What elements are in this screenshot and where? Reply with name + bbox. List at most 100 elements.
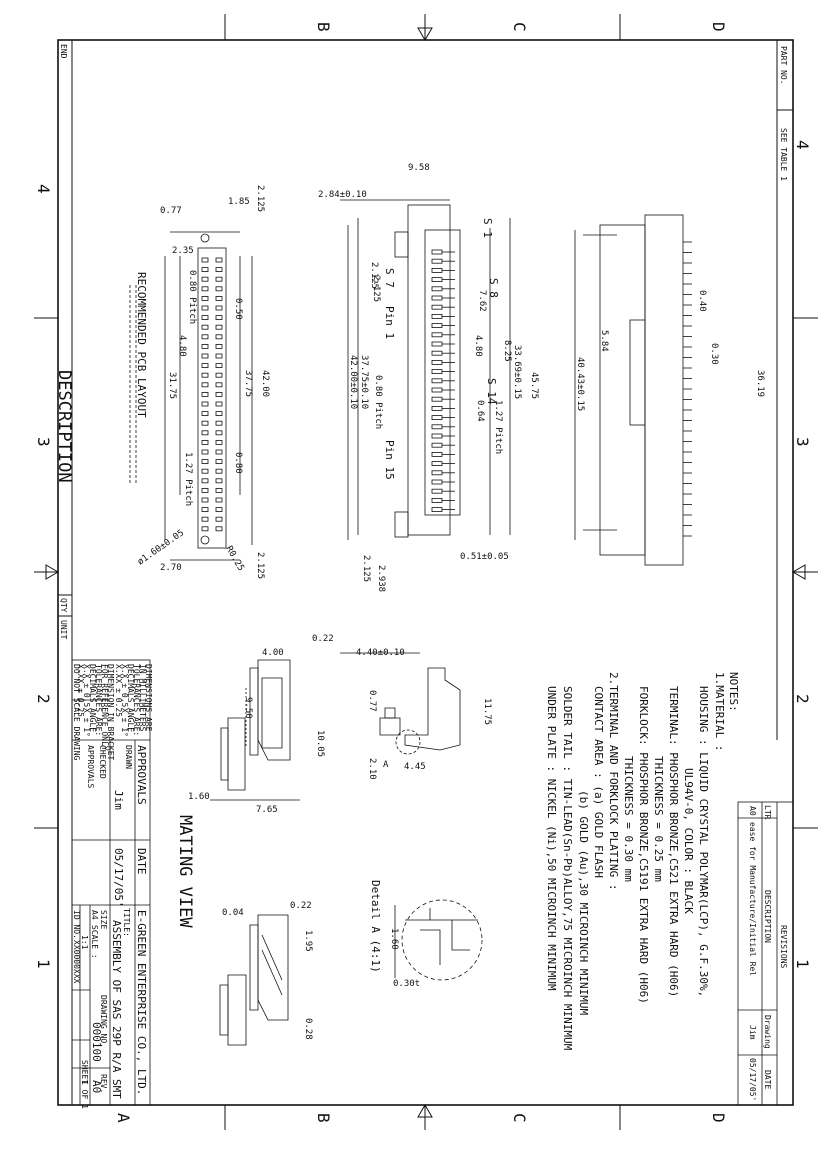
tol2-1: DIMENSION IN BRACKET bbox=[106, 664, 115, 761]
front-pin bbox=[431, 258, 443, 264]
front-dim-12: 0.80 Pitch bbox=[373, 375, 383, 429]
dwg-label: DRAWING NO. bbox=[99, 995, 108, 1048]
unit-label: UNIT bbox=[59, 620, 68, 639]
front-pin bbox=[431, 433, 443, 439]
notes-block: NOTES: 1.MATERIAL : HOUSING : LIQUID CRY… bbox=[545, 672, 740, 1051]
note-line-1: 1.MATERIAL : bbox=[713, 672, 726, 751]
front-dim-8: 33.69±0.15 bbox=[512, 345, 522, 399]
front-dim-17: 2.938 bbox=[376, 565, 386, 592]
pcb-pad bbox=[201, 507, 209, 513]
note-line-11: SOLDER TAIL : TIN-LEAD(Sn-Pb)ALLOY,75 MI… bbox=[561, 686, 574, 1051]
front-pin bbox=[431, 295, 443, 301]
zone-d-top: D bbox=[709, 22, 728, 32]
angle2-1: ANGLE bbox=[88, 708, 97, 732]
pcb-pad bbox=[201, 497, 209, 503]
pin-s1: S 1 bbox=[481, 218, 494, 238]
detail-dim-1: 1.60 bbox=[389, 928, 399, 950]
pcb-pad bbox=[201, 286, 209, 292]
pcb-pad bbox=[201, 324, 209, 330]
note-line-3: UL94V-0, COLOR : BLACK bbox=[682, 768, 695, 914]
zone-3-right: 3 bbox=[793, 437, 812, 447]
rev-h-ltr: LTR bbox=[763, 805, 772, 820]
front-dim-5: 7.62 bbox=[477, 290, 487, 312]
drawing-title: ASSEMBLY OF SAS 29P R/A SMT bbox=[110, 920, 123, 1099]
tol2-6: X.XX ± 0.25 bbox=[76, 664, 85, 717]
tol-3: TOLERANCES ARE: bbox=[132, 664, 141, 736]
date-header: DATE bbox=[135, 848, 148, 875]
pcb-pad bbox=[201, 353, 209, 359]
tol2-2: FOR REFERENCE ONLY bbox=[100, 664, 109, 751]
angle-1: ANGLE bbox=[126, 708, 135, 732]
front-pin bbox=[431, 359, 443, 365]
pcb-pad bbox=[201, 420, 209, 426]
pcb-pad bbox=[215, 382, 223, 388]
front-pin bbox=[431, 323, 443, 329]
pcb-dim-11: 1.27 Pitch bbox=[183, 452, 193, 506]
pcb-dim-12: 0.80 bbox=[233, 452, 243, 474]
note-line-10: (b) GOLD (Au),30 MICROINCH MINIMUM bbox=[577, 790, 590, 1016]
pcb-dim-3: 2.125 bbox=[255, 185, 265, 212]
pcb-pad bbox=[201, 487, 209, 493]
front-pin bbox=[431, 304, 443, 310]
id-label: ID NO. bbox=[72, 910, 81, 939]
zone-d-bottom: D bbox=[709, 1113, 728, 1123]
pcb-pad bbox=[201, 468, 209, 474]
zone-2-right: 2 bbox=[793, 694, 812, 704]
zone-3-left: 3 bbox=[34, 437, 53, 447]
center-arrows bbox=[45, 27, 806, 1118]
profile-dim-3: 0.77 bbox=[367, 690, 377, 712]
mating-dim-8: 0.22 bbox=[290, 901, 312, 911]
pcb-dim-15: R0.25 bbox=[223, 545, 245, 573]
detail-a-view bbox=[394, 899, 483, 981]
rev-drawer: Jim bbox=[748, 1025, 757, 1040]
profile-dim-2: 11.75 bbox=[482, 698, 492, 725]
pcb-pad bbox=[201, 267, 209, 273]
pcb-pad bbox=[201, 449, 209, 455]
zone-1-left: 1 bbox=[34, 959, 53, 969]
notes-title: NOTES: bbox=[727, 672, 740, 712]
front-dim-1: 9.58 bbox=[408, 163, 430, 173]
zone-b-bottom: B bbox=[314, 1113, 333, 1123]
front-dim-15: 0.51±0.05 bbox=[460, 552, 509, 562]
mating-view-label: MATING VIEW bbox=[175, 815, 195, 928]
front-dim-4: 2.125 bbox=[371, 275, 381, 302]
drawn-date: 05/17/05' bbox=[112, 848, 125, 908]
front-pin bbox=[431, 396, 443, 402]
pin-s7: S 7 bbox=[383, 268, 396, 288]
mating-dims: 0.22 4.00 9.50 10.05 1.60 7.65 0.04 0.22… bbox=[188, 634, 334, 1040]
zone-a-bottom: A bbox=[114, 1113, 133, 1123]
pcb-dim-10: 31.75 bbox=[167, 372, 177, 399]
size-label: SIZE bbox=[99, 910, 108, 929]
pcb-pad bbox=[215, 286, 223, 292]
front-dim-2: 2.84±0.10 bbox=[318, 190, 367, 200]
drawn-label: DRAWN bbox=[124, 745, 133, 769]
profile-dim-5: 4.45 bbox=[404, 762, 426, 772]
profile-view bbox=[340, 652, 461, 755]
side-dims: 0.40 0.30 5.84 36.19 40.43±0.15 bbox=[575, 290, 765, 411]
rev-h-desc: DESCRIPTION bbox=[763, 890, 772, 943]
pin-s8: S 8 bbox=[487, 278, 500, 298]
pcb-layout-view bbox=[129, 231, 253, 561]
front-dim-9: 45.75 bbox=[529, 372, 539, 399]
tol-5: X.X ± 0.5 bbox=[120, 664, 129, 708]
pcb-pad bbox=[201, 343, 209, 349]
no-scale-note: DO NOT SCALE DRAWING bbox=[72, 664, 81, 761]
pcb-pad bbox=[201, 276, 209, 282]
front-pin bbox=[431, 249, 443, 255]
front-dim-13: 0.64 bbox=[475, 400, 485, 422]
pcb-pad bbox=[215, 449, 223, 455]
rev-label: REV. bbox=[99, 1074, 108, 1093]
front-dim-11: 42.00±0.10 bbox=[348, 355, 358, 409]
profile-dim-4: 2.10 bbox=[367, 758, 377, 780]
tol-4: DECIMALS bbox=[126, 664, 135, 703]
qty-label: QTY bbox=[59, 598, 68, 613]
front-dim-6: 4.80 bbox=[473, 335, 483, 357]
front-pin bbox=[431, 387, 443, 393]
pcb-layout-title: RECOMMENDED PCB LAYOUT bbox=[135, 272, 148, 418]
mating-dim-2: 4.00 bbox=[262, 648, 284, 658]
dwg-value: 000100 bbox=[90, 1022, 103, 1062]
mating-dim-7: 0.04 bbox=[222, 908, 244, 918]
rev-date: 05/17/05' bbox=[748, 1058, 757, 1101]
pcb-pad bbox=[215, 459, 223, 465]
